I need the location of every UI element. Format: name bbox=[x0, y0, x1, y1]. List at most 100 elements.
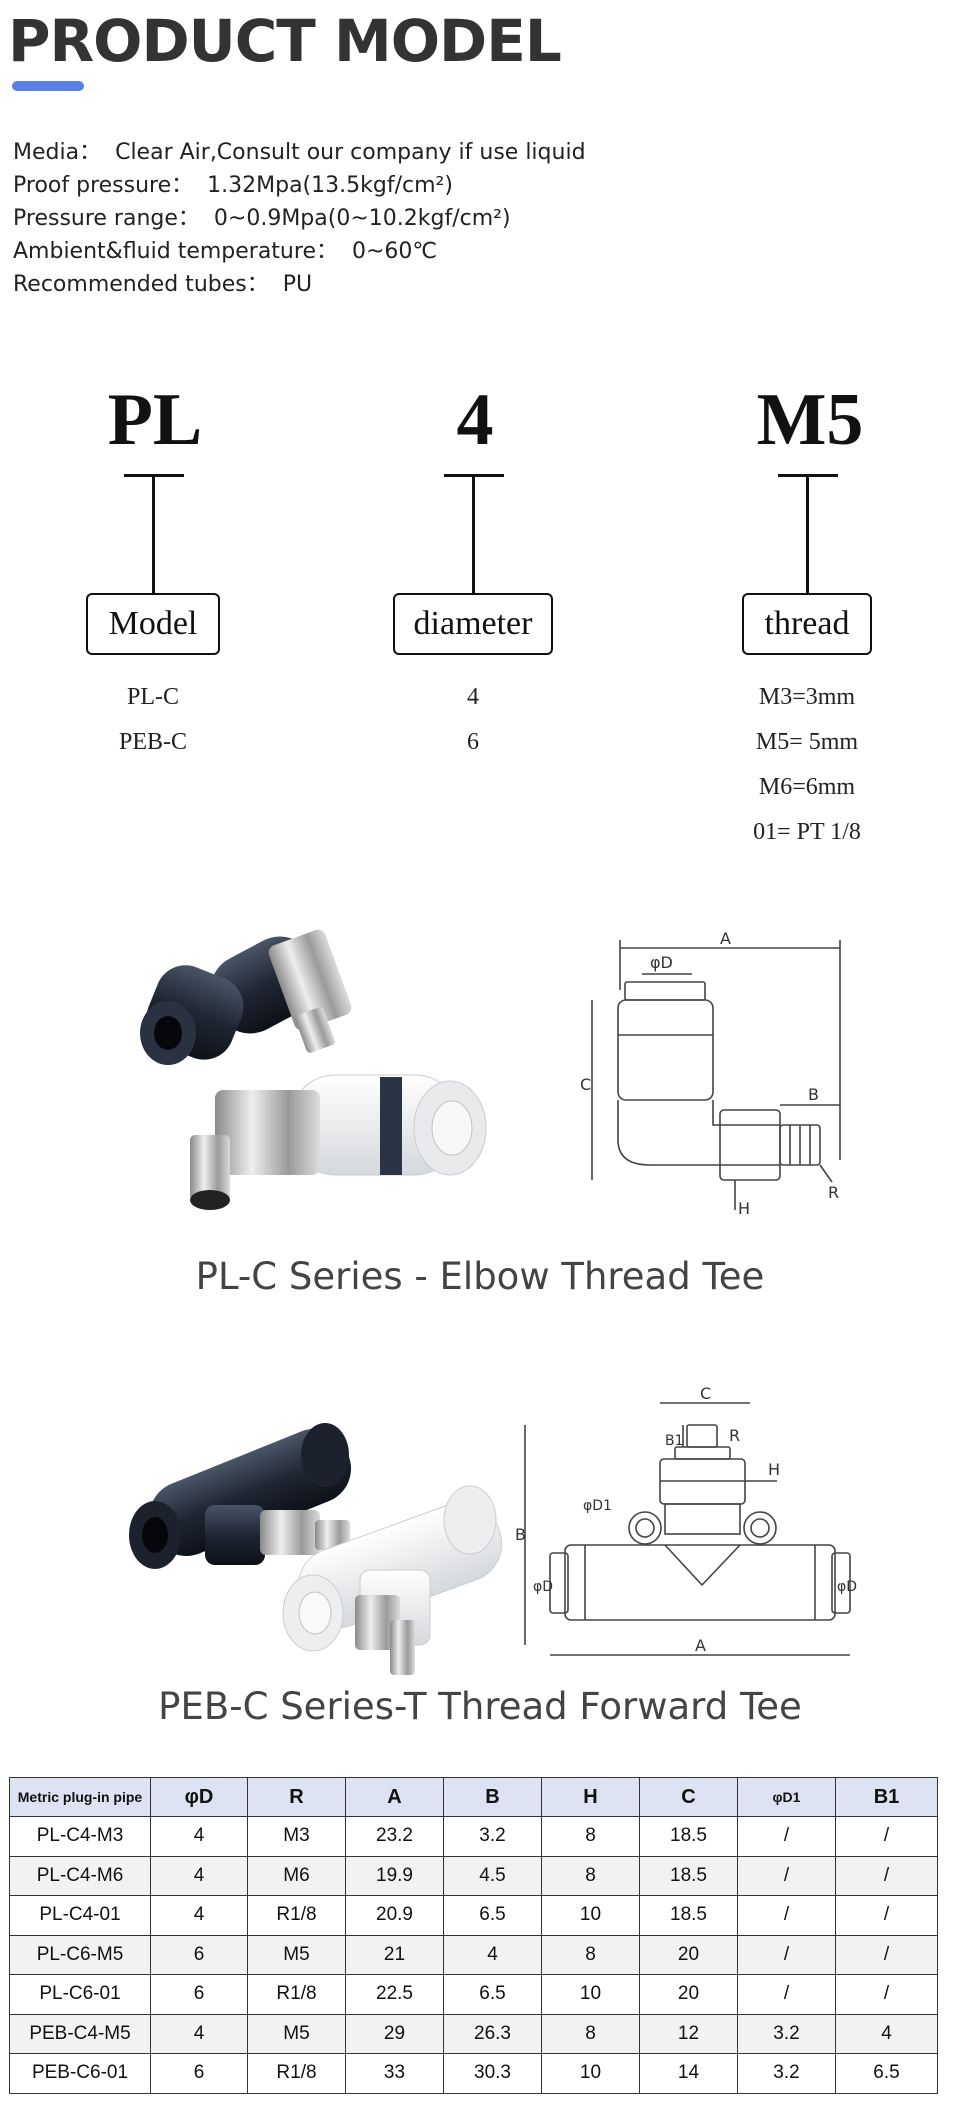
table-cell: 3.2 bbox=[737, 2013, 836, 2054]
table-cell: 18.5 bbox=[639, 1895, 738, 1936]
table-cell: / bbox=[835, 1895, 938, 1936]
spec-value: PU bbox=[282, 272, 313, 297]
table-cell: 4 bbox=[150, 2013, 248, 2054]
spec-value: 0~0.9Mpa(0~10.2kgf/cm²) bbox=[213, 206, 511, 231]
label-diameter: diameter bbox=[393, 593, 553, 655]
table-cell: R1/8 bbox=[247, 1895, 346, 1936]
table-cell: 6 bbox=[150, 1934, 248, 1975]
table-cell: 21 bbox=[345, 1934, 444, 1975]
table-cell: 3.2 bbox=[443, 1816, 542, 1857]
spec-media: Media： Clear Air,Consult our company if u… bbox=[13, 139, 586, 167]
dim-label-h: H bbox=[768, 1460, 780, 1479]
table-cell: 6.5 bbox=[835, 2053, 938, 2094]
table-header: Metric plug-in pipe bbox=[9, 1777, 151, 1817]
table-header: H bbox=[541, 1777, 640, 1817]
label-model: Model bbox=[86, 593, 220, 655]
page-title: PRODUCT MODEL bbox=[8, 7, 562, 75]
table-cell: PL-C6-01 bbox=[9, 1974, 151, 2015]
table-header: φD1 bbox=[737, 1777, 836, 1817]
table-cell: / bbox=[835, 1855, 938, 1896]
spec-label: Proof pressure： bbox=[13, 173, 194, 198]
table-cell: 10 bbox=[541, 1974, 640, 2015]
table-cell: 10 bbox=[541, 1895, 640, 1936]
table-cell: PL-C4-M6 bbox=[9, 1855, 151, 1896]
table-header: φD bbox=[150, 1777, 248, 1817]
table-cell: PEB-C6-01 bbox=[9, 2053, 151, 2094]
spec-pressure-range: Pressure range： 0~0.9Mpa(0~10.2kgf/cm²) bbox=[13, 205, 511, 233]
table-cell: 20.9 bbox=[345, 1895, 444, 1936]
option-thread: M3=3mm bbox=[758, 684, 856, 710]
dim-label-d: φD bbox=[533, 1579, 553, 1595]
code-thread: M5 bbox=[756, 379, 864, 461]
dim-label-d: φD bbox=[837, 1579, 857, 1595]
table-cell: / bbox=[835, 1974, 938, 2015]
table-cell: M5 bbox=[247, 1934, 346, 1975]
connector-line bbox=[472, 474, 475, 594]
dim-label-d: φD bbox=[650, 953, 673, 972]
code-model: PL bbox=[107, 379, 203, 461]
table-cell: 6.5 bbox=[443, 1895, 542, 1936]
table-cell: 33 bbox=[345, 2053, 444, 2094]
table-cell: / bbox=[737, 1895, 836, 1936]
label-thread: thread bbox=[742, 593, 872, 655]
option-thread: M6=6mm bbox=[758, 774, 856, 800]
table-cell: 23.2 bbox=[345, 1816, 444, 1857]
table-cell: / bbox=[737, 1816, 836, 1857]
spec-value: Clear Air,Consult our company if use liq… bbox=[115, 140, 586, 165]
table-cell: 6.5 bbox=[443, 1974, 542, 2015]
dim-label-a: A bbox=[695, 1636, 706, 1655]
spec-value: 1.32Mpa(13.5kgf/cm²) bbox=[207, 173, 453, 198]
table-cell: 26.3 bbox=[443, 2013, 542, 2054]
table-cell: 6 bbox=[150, 1974, 248, 2015]
table-header: B1 bbox=[835, 1777, 938, 1817]
spec-temperature: Ambient&fluid temperature：0~60℃ bbox=[13, 238, 437, 266]
table-cell: 8 bbox=[541, 1934, 640, 1975]
table-cell: 19.9 bbox=[345, 1855, 444, 1896]
elbow-dimension-drawing: A φD B C H R bbox=[580, 930, 841, 1218]
table-cell: 20 bbox=[639, 1934, 738, 1975]
table-cell: 10 bbox=[541, 2053, 640, 2094]
table-cell: 4 bbox=[150, 1855, 248, 1896]
table-cell: 29 bbox=[345, 2013, 444, 2054]
table-cell: 30.3 bbox=[443, 2053, 542, 2094]
table-cell: 4 bbox=[835, 2013, 938, 2054]
dim-label-a: A bbox=[720, 930, 731, 948]
dim-label-d1: φD1 bbox=[583, 1498, 612, 1514]
table-header: A bbox=[345, 1777, 444, 1817]
table-cell: 14 bbox=[639, 2053, 738, 2094]
dim-label-c: C bbox=[700, 1385, 711, 1403]
elbow-fittings-photo bbox=[140, 929, 487, 1210]
table-cell: 8 bbox=[541, 1816, 640, 1857]
table-cell: 4 bbox=[150, 1895, 248, 1936]
option-diameter: 6 bbox=[467, 729, 479, 755]
table-cell: R1/8 bbox=[247, 2053, 346, 2094]
dim-label-b1: B1 bbox=[665, 1433, 684, 1449]
dimension-table: Metric plug-in pipe φD R A B H C φD1 B1 … bbox=[9, 1777, 938, 2094]
spec-label: Recommended tubes： bbox=[13, 272, 269, 297]
option-model: PEB-C bbox=[118, 729, 187, 755]
dim-label-c: C bbox=[580, 1075, 591, 1094]
table-cell: 4 bbox=[443, 1934, 542, 1975]
product-caption-tee: PEB-C Series-T Thread Forward Tee bbox=[158, 1685, 802, 1728]
option-diameter: 4 bbox=[467, 684, 479, 710]
spec-label: Media： bbox=[13, 140, 102, 165]
dim-line bbox=[819, 1164, 833, 1183]
connector-line bbox=[806, 474, 809, 594]
dim-label-r: R bbox=[729, 1426, 740, 1445]
table-cell: 8 bbox=[541, 2013, 640, 2054]
spec-label: Pressure range： bbox=[13, 206, 200, 231]
table-cell: / bbox=[835, 1816, 938, 1857]
table-header-row: Metric plug-in pipe φD R A B H C φD1 B1 bbox=[9, 1777, 938, 1817]
title-underline bbox=[12, 81, 84, 91]
table-cell: 3.2 bbox=[737, 2053, 836, 2094]
spec-proof-pressure: Proof pressure： 1.32Mpa(13.5kgf/cm²) bbox=[13, 172, 453, 200]
table-header: R bbox=[247, 1777, 346, 1817]
dim-label-h: H bbox=[738, 1199, 750, 1218]
table-cell: PL-C4-M3 bbox=[9, 1816, 151, 1857]
